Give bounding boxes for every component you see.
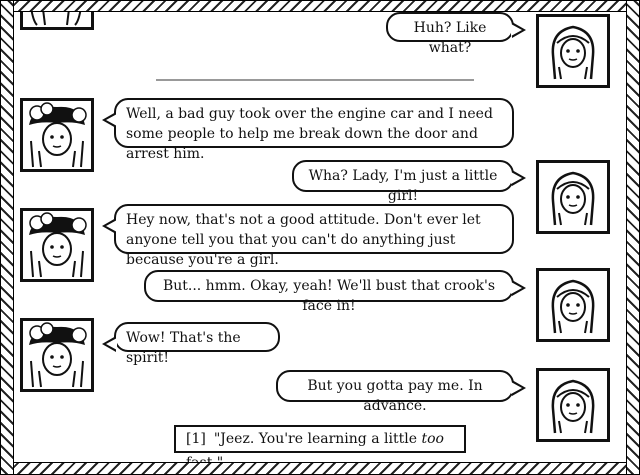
girl-face-icon [551,171,595,226]
dialogue-line-2: Well, a bad guy took over the engine car… [102,98,514,162]
lady-face-icon [29,212,87,278]
dialogue-line-1: Huh? Like what? [386,12,526,56]
lady-face-icon [29,322,87,388]
girl-portrait [536,160,610,234]
history-divider [156,79,474,81]
rope-border-right [626,0,640,475]
choice-text-before: "Jeez. You're learning a little [213,431,422,447]
girl-portrait [536,368,610,442]
girl-face-icon [551,279,595,334]
dialogue-line-4: Hey now, that's not a good attitude. Don… [102,204,514,268]
girl-face-icon [551,25,595,80]
rope-border-top [0,0,640,12]
girl-portrait [536,14,610,88]
choice-text-emphasis: too [421,431,444,447]
lady-portrait [20,98,94,172]
lady-portrait [20,318,94,392]
lady-face-icon [30,6,82,26]
dialogue-panel: Huh? Like what? [14,0,626,471]
lady-face-icon [29,102,87,168]
rope-border-left [0,0,14,475]
dialogue-line-5: But... hmm. Okay, yeah! We'll bust that … [144,270,526,314]
dialogue-line-7: But you gotta pay me. In advance. [276,370,526,414]
girl-portrait [536,268,610,342]
lady-portrait [20,208,94,282]
dialogue-line-3: Wha? Lady, I'm just a little girl! [292,160,526,204]
rope-border-bottom [0,462,640,475]
dialogue-line-6: Wow! That's the spirit! [102,322,280,366]
choice-number: [1] [186,431,206,447]
girl-face-icon [551,379,595,434]
dialogue-choice-1[interactable]: [1]"Jeez. You're learning a little too f… [174,425,466,471]
